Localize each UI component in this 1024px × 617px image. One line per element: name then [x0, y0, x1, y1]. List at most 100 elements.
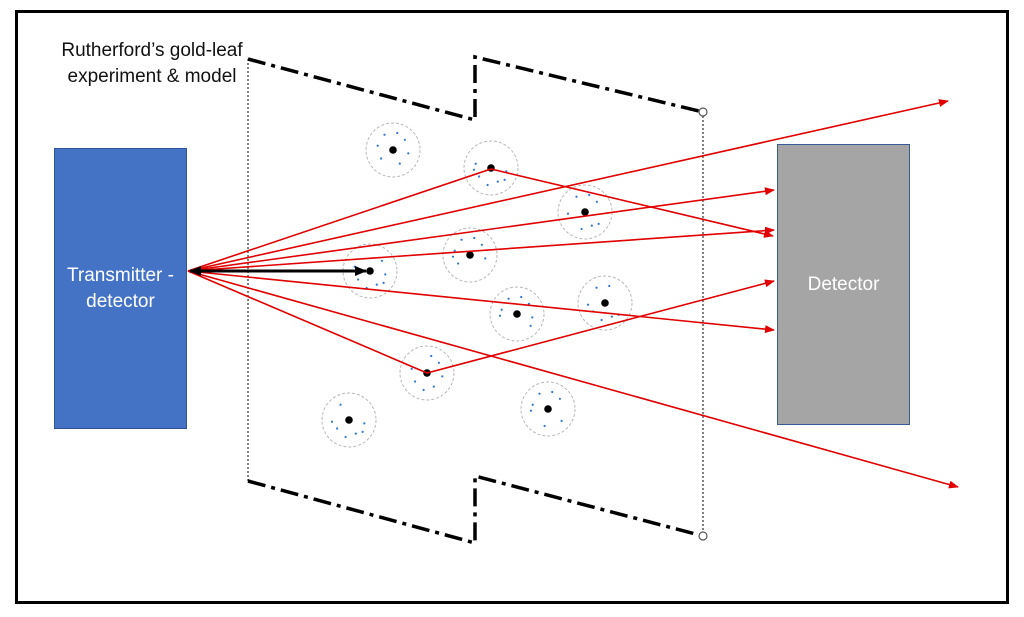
electron [478, 175, 481, 178]
electron [551, 390, 554, 394]
electron [457, 262, 460, 265]
electron [473, 236, 476, 240]
atom-shell [577, 275, 633, 331]
electron [414, 380, 417, 383]
transmitter-detector-label: Transmitter -detector [67, 264, 174, 312]
electron [503, 178, 506, 181]
electron [375, 283, 378, 286]
nucleus [581, 208, 589, 216]
electron [339, 403, 342, 406]
electron [460, 238, 463, 241]
electron [410, 367, 413, 370]
electron [480, 243, 483, 246]
electron [498, 314, 502, 317]
nucleus [366, 267, 374, 275]
gold-atom [463, 140, 519, 196]
gold-atom [399, 345, 455, 401]
gold-atom [321, 392, 377, 448]
gold-atoms [321, 122, 633, 448]
electron [382, 281, 385, 284]
electron [608, 284, 611, 288]
electron [422, 388, 425, 392]
electron [588, 193, 591, 197]
electron [354, 432, 357, 435]
electron [507, 297, 510, 300]
electron [403, 138, 406, 141]
transmitter-detector-box: Transmitter -detector [54, 148, 187, 429]
electron [398, 162, 401, 165]
atom-shell [342, 243, 398, 299]
electron [336, 427, 339, 430]
electron [376, 144, 379, 147]
electron [383, 133, 386, 136]
gold-atom [520, 381, 576, 437]
electron [597, 222, 600, 225]
nucleus [601, 299, 609, 307]
gold-atom [577, 275, 633, 331]
electron [520, 295, 523, 299]
electron [580, 227, 583, 231]
electron [380, 157, 383, 160]
ray-deflected-lower [187, 270, 775, 374]
electron [353, 265, 356, 268]
electron [500, 308, 503, 311]
electron [380, 259, 383, 262]
atom-shell [463, 140, 519, 196]
electron [595, 286, 598, 289]
ray-undeflected-top [187, 99, 949, 272]
electron [363, 422, 366, 425]
gold-leaf-foil [247, 54, 708, 546]
electron [472, 168, 476, 171]
ray-to-detector-3 [187, 270, 775, 334]
ray-to-detector-2 [187, 226, 775, 272]
gold-atom [442, 227, 498, 283]
atom-shell [399, 345, 455, 401]
electron [357, 278, 360, 281]
electron [441, 375, 444, 378]
electron [437, 361, 440, 364]
electron [529, 324, 532, 327]
atom-shell [520, 381, 576, 437]
electron [344, 435, 347, 439]
electron [484, 257, 487, 260]
detector-box: Detector [777, 144, 910, 425]
nucleus [389, 146, 397, 154]
atom-shell [365, 122, 421, 178]
electron [496, 180, 499, 183]
electron [610, 315, 613, 318]
nucleus [466, 251, 474, 259]
electron [600, 318, 603, 322]
electron [538, 392, 541, 395]
electron [396, 131, 399, 135]
electron [453, 249, 456, 252]
electron [575, 195, 578, 198]
gold-atom [365, 122, 421, 178]
gold-atom [489, 286, 545, 342]
electron [543, 424, 546, 428]
nucleus [544, 405, 552, 413]
nucleus [513, 310, 521, 318]
atom-shell [321, 392, 377, 448]
ray-to-detector-1 [187, 187, 775, 272]
electron [330, 420, 334, 423]
electron [486, 183, 489, 187]
electron [531, 403, 534, 406]
electron [566, 212, 570, 215]
gold-atom [557, 184, 613, 240]
gold-atom [342, 243, 398, 299]
detector-label: Detector [807, 273, 880, 295]
electron [407, 152, 410, 155]
electron [595, 200, 599, 203]
electron [432, 385, 435, 388]
atom-shell [489, 286, 545, 342]
electron [531, 316, 534, 319]
electron [361, 430, 364, 433]
electron [560, 419, 563, 422]
electron [590, 224, 593, 227]
electron [451, 255, 455, 258]
electron [430, 354, 433, 358]
nucleus [345, 416, 353, 424]
diagram-title: Rutherford’s gold-leaf experiment & mode… [61, 40, 243, 87]
atom-shell [442, 227, 498, 283]
